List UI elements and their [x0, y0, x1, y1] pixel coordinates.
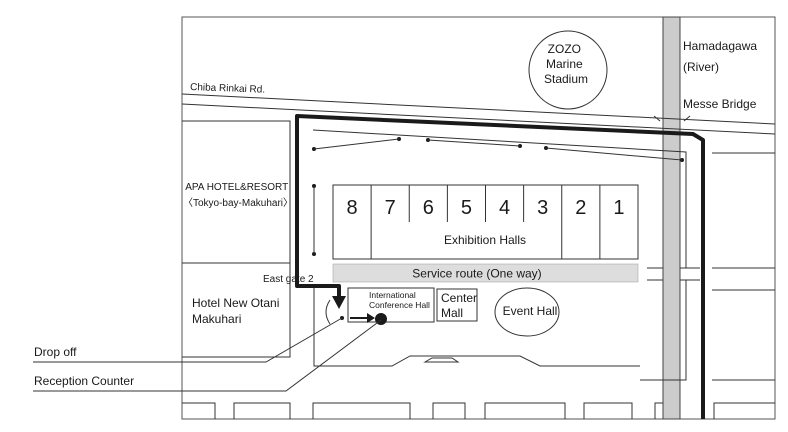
- hall-dividers: [370, 185, 601, 259]
- route-arrow-head: [332, 296, 346, 309]
- road-edge-bottom: [181, 103, 776, 135]
- walk-path: [427, 139, 521, 147]
- bottom-blocks: [182, 402, 775, 419]
- exhibition-halls-label: Exhibition Halls: [444, 233, 526, 247]
- reception-callout-line: [33, 319, 382, 392]
- hotel-otani-label: Hotel New Otani Makuhari: [192, 296, 283, 326]
- event-hall-ellipse: [494, 287, 560, 337]
- drop-off-label: Drop off: [34, 345, 77, 359]
- lower-area-inner: [423, 357, 460, 363]
- drop-off-callout-line: [33, 317, 343, 363]
- hall-number-1: 1: [613, 197, 624, 219]
- reception-label: Reception Counter: [34, 374, 134, 388]
- event-hall-label: Event Hall: [503, 304, 558, 318]
- hall-number-4: 4: [499, 197, 510, 219]
- otani-hotel-block: [182, 262, 291, 358]
- east-gate-arc: [325, 299, 331, 325]
- hall-number-2: 2: [575, 197, 586, 219]
- stadium-label: ZOZO Marine Stadium: [544, 42, 588, 86]
- hall-number-7: 7: [385, 197, 396, 219]
- bridge-label: Messe Bridge: [683, 97, 757, 111]
- hall-number-5: 5: [461, 197, 472, 219]
- lower-area-outline: [313, 288, 640, 367]
- reception-arrow-head: [367, 313, 375, 323]
- conference-hall-label: International Conference Hall: [369, 290, 430, 310]
- center-mall-box: [436, 288, 478, 322]
- vehicle-route: [295, 114, 705, 419]
- apa-hotel-label: APA HOTEL&RESORT 〈Tokyo-bay-Makuhari〉: [183, 182, 293, 209]
- stadium-circle: [528, 30, 608, 110]
- walk-path: [545, 147, 683, 161]
- service-route-label: Service route (One way): [412, 267, 541, 281]
- road-edge-top: [181, 93, 776, 125]
- hall-number-3: 3: [537, 197, 548, 219]
- east-gate-label: East gate 2: [263, 274, 314, 285]
- hall-number-6: 6: [423, 197, 434, 219]
- conference-hall-outline: [347, 287, 435, 323]
- site-boundary: [312, 129, 687, 268]
- river: [662, 16, 681, 420]
- site-boundary: [640, 280, 687, 381]
- hall-number-8: 8: [347, 197, 358, 219]
- bridge-mark: [683, 115, 691, 122]
- road-label: Chiba Rinkai Rd.: [190, 82, 265, 96]
- service-route-band: [332, 263, 639, 283]
- walk-path: [313, 138, 400, 150]
- center-mall-label: Center Mall: [441, 291, 480, 320]
- river-label: Hamadagawa (River): [683, 39, 760, 74]
- bridge-mark: [653, 115, 661, 122]
